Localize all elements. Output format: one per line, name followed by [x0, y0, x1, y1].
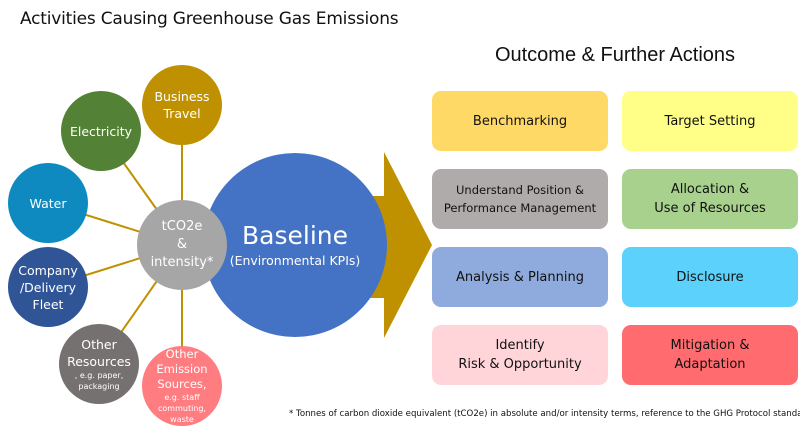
activity-label: Travel	[163, 106, 201, 121]
activities-title: Activities Causing Greenhouse Gas Emissi…	[20, 9, 399, 29]
activity-sublabel: , e.g. paper,	[74, 371, 124, 380]
outcomes-title: Outcome & Further Actions	[494, 44, 736, 66]
baseline-subtitle: (Environmental KPIs)	[229, 253, 361, 268]
outcome-label: Disclosure	[676, 269, 744, 285]
flow-arrow	[365, 152, 432, 338]
activity-electricity: Electricity	[61, 91, 141, 171]
outcome-benchmarking: Benchmarking	[432, 91, 608, 151]
outcome-allocation-resources: Allocation & Use of Resources	[622, 169, 798, 229]
activity-water: Water	[8, 163, 88, 243]
outcome-label: Benchmarking	[472, 113, 568, 129]
activity-label: Water	[29, 195, 67, 211]
activity-sublabel: e.g. staff	[164, 393, 200, 402]
outcome-target-setting: Target Setting	[622, 91, 798, 151]
outcome-analysis-planning: Analysis & Planning	[432, 247, 608, 307]
outcome-mitigation-adaptation: Mitigation & Adaptation	[622, 325, 798, 385]
activity-label: Other	[81, 337, 117, 352]
activity-label: Electricity	[69, 123, 133, 139]
activity-label: Resources	[67, 354, 131, 369]
baseline-title: Baseline	[242, 221, 348, 250]
hub-label: intensity*	[150, 255, 214, 270]
outcome-label: Adaptation	[674, 357, 746, 372]
activity-label: /Delivery	[19, 279, 77, 295]
activity-other-resources: Other Resources , e.g. paper, packaging	[59, 324, 139, 404]
activity-business-travel: Business Travel	[142, 65, 222, 145]
outcome-label: Allocation &	[670, 182, 750, 197]
activity-label: Other	[165, 347, 199, 361]
outcome-label: Use of Resources	[654, 201, 766, 216]
activity-label: Business	[154, 89, 210, 104]
outcome-label: Understand Position &	[455, 183, 584, 197]
hub-label: &	[176, 237, 188, 252]
outcome-understand-position: Understand Position & Performance Manage…	[432, 169, 608, 229]
activity-sublabel: waste	[170, 415, 194, 424]
activity-label: Sources,	[157, 377, 207, 391]
outcome-disclosure: Disclosure	[622, 247, 798, 307]
activity-other-emission-sources: Other Emission Sources, e.g. staff commu…	[142, 346, 222, 426]
activity-sublabel: commuting,	[158, 404, 206, 413]
outcome-identify-risk: Identify Risk & Opportunity	[432, 325, 608, 385]
baseline-circle: Baseline (Environmental KPIs)	[203, 153, 387, 337]
footnote: * Tonnes of carbon dioxide equivalent (t…	[289, 409, 800, 419]
activity-label: Fleet	[32, 296, 64, 312]
activity-label: Emission	[156, 362, 208, 376]
activity-sublabel: packaging	[78, 382, 120, 391]
hub-label: tCO2e	[161, 219, 203, 234]
outcome-label: Mitigation &	[670, 338, 750, 353]
activity-company-delivery-fleet: Company /Delivery Fleet	[8, 247, 88, 327]
outcome-label: Target Setting	[664, 113, 756, 129]
tco2e-hub-circle: tCO2e & intensity*	[137, 200, 227, 290]
outcome-label: Identify	[495, 338, 545, 353]
outcome-label: Performance Management	[443, 201, 597, 215]
outcome-label: Analysis & Planning	[456, 269, 584, 285]
outcome-label: Risk & Opportunity	[458, 357, 582, 372]
activity-label: Company	[18, 262, 78, 278]
